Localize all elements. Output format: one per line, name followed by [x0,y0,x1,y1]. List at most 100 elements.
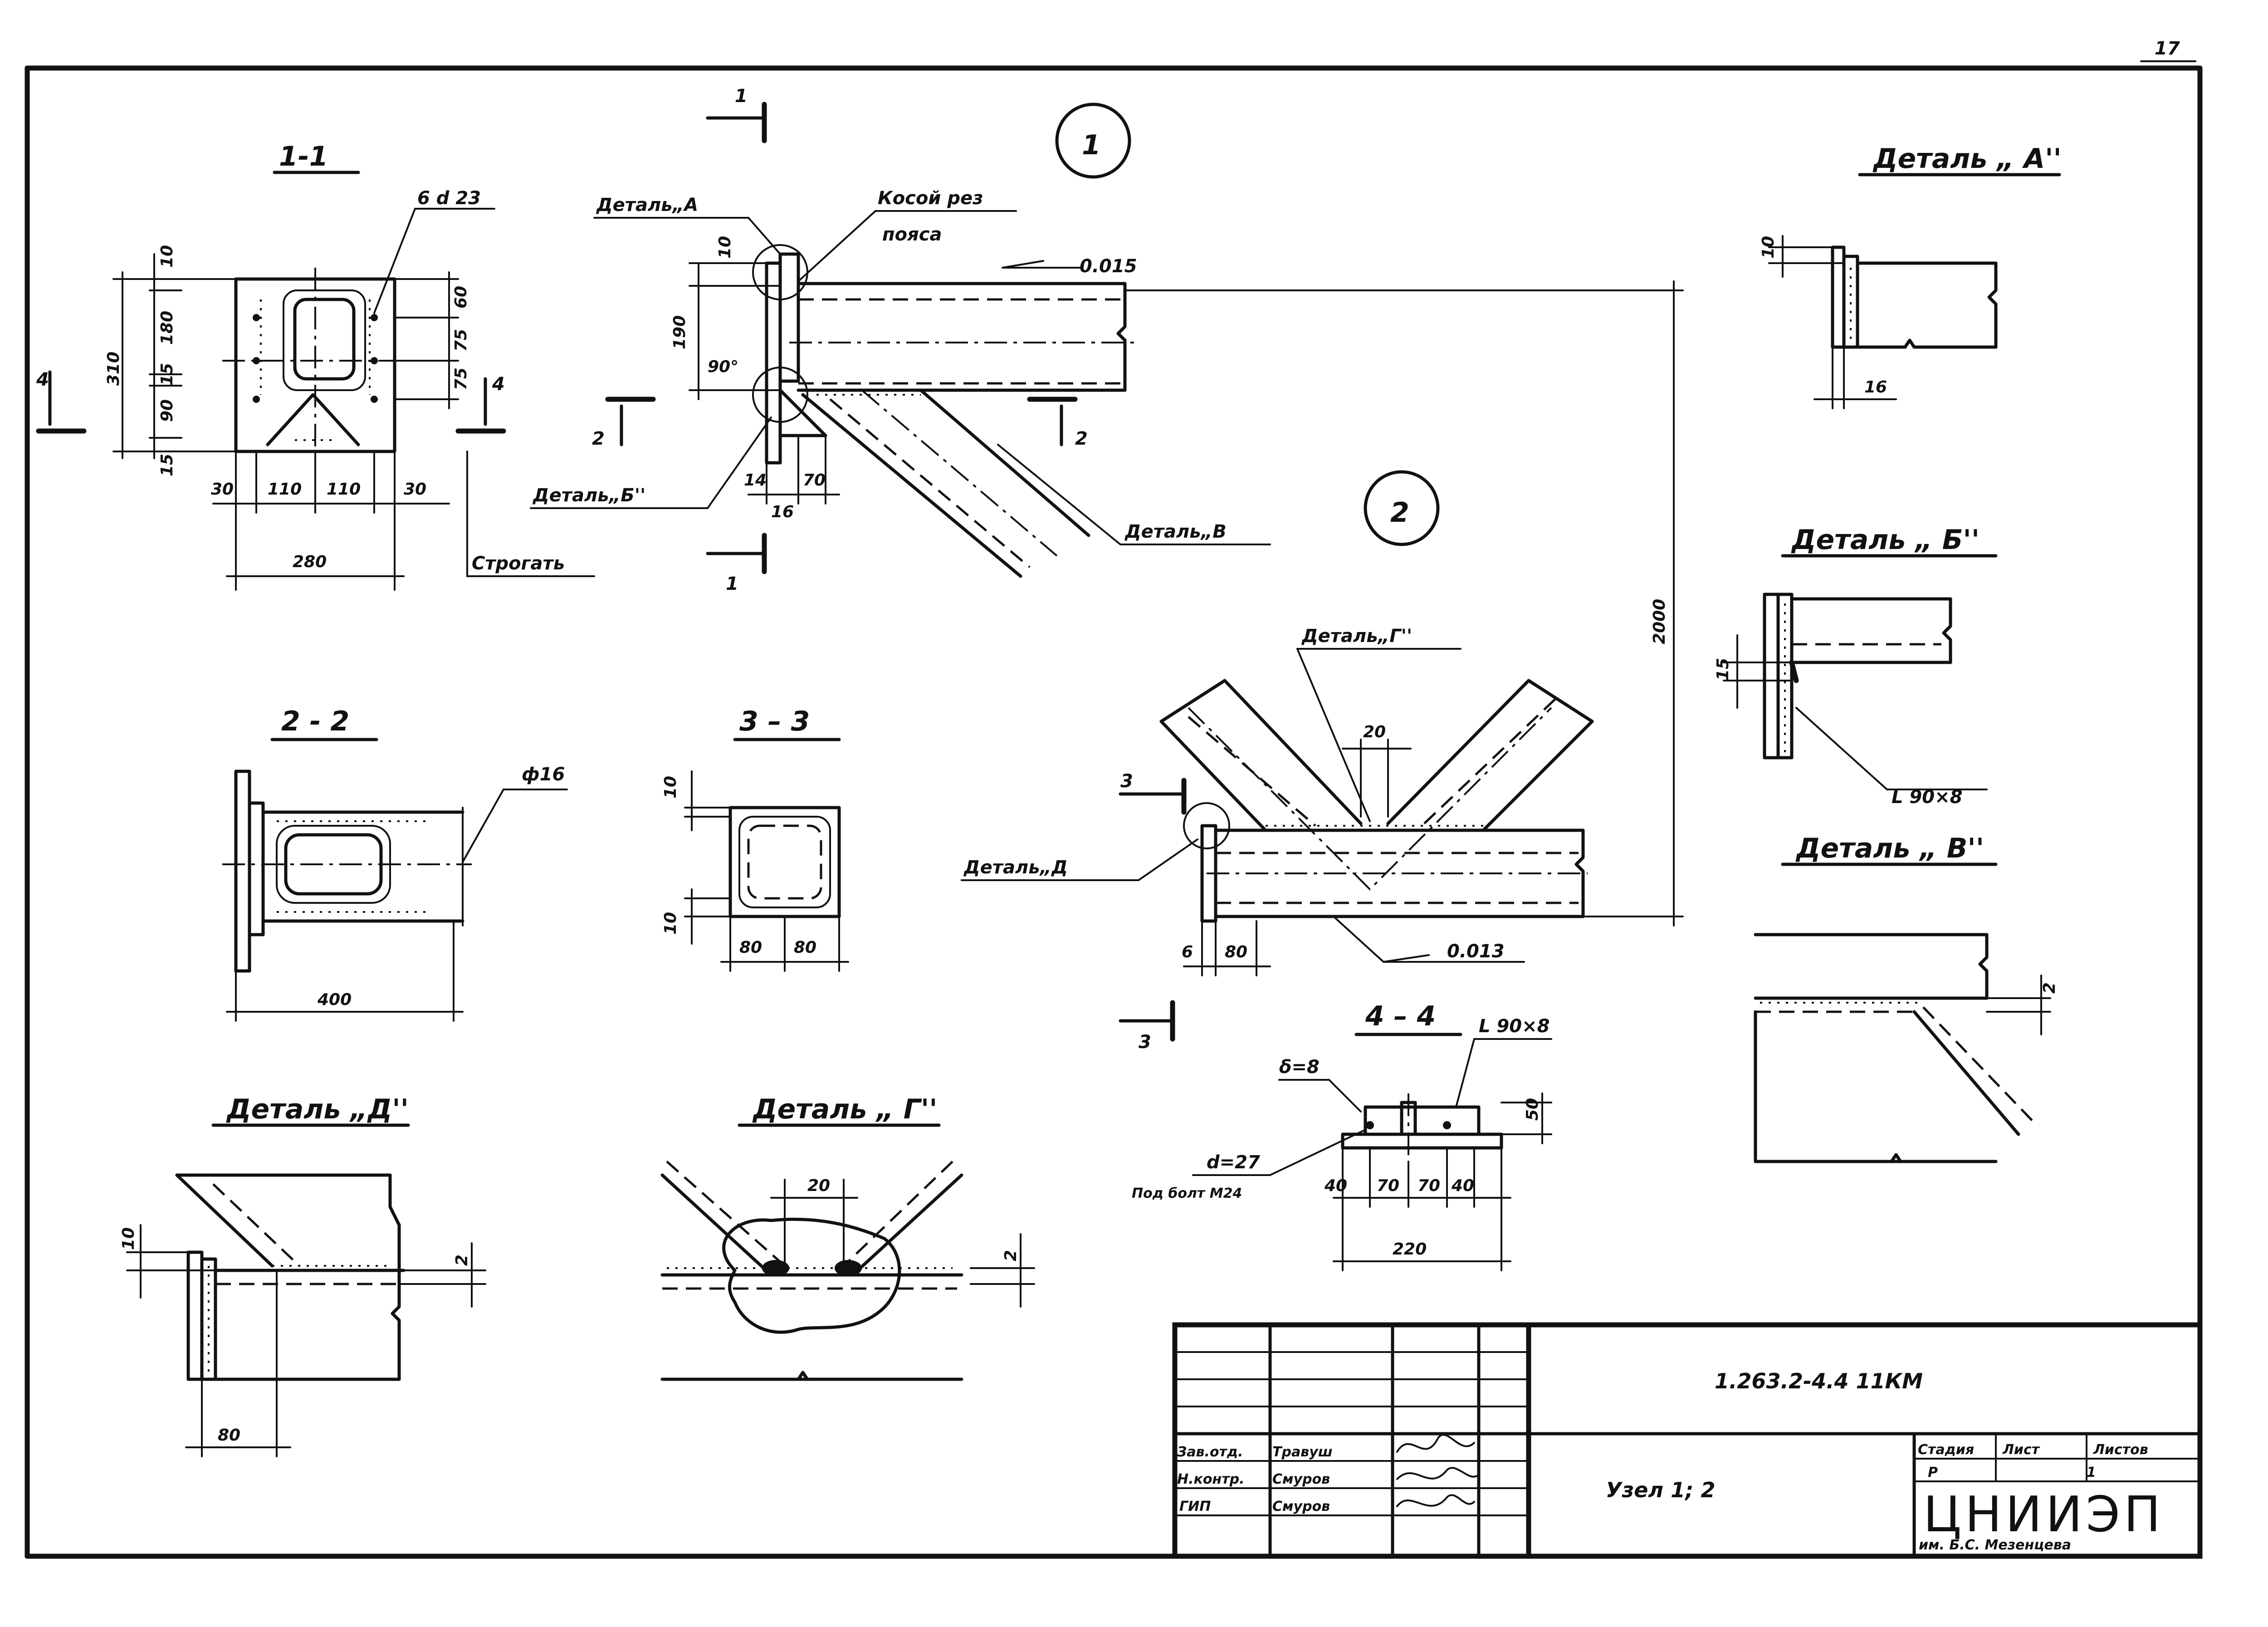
node1-dim-10: 10 [716,236,734,259]
section-3-3-dim-10b: 10 [661,912,680,935]
node-mark-2-label: 2 [1390,497,1409,529]
detail-d-title: Деталь „Д'' [226,1093,409,1125]
detail-g-label: Деталь„Г'' [1301,626,1412,647]
detail-b-dim-15: 15 [1714,658,1732,681]
detail-d-dim-10: 10 [119,1227,138,1250]
section-4-4-height: 50 [1523,1098,1542,1121]
cut-mark-1-bottom: 1 [726,573,738,594]
detail-d-dim-2: 2 [453,1255,471,1266]
node1-slope: 0.015 [1080,256,1137,277]
section-4-4-dim-40a: 40 [1324,1176,1347,1195]
dim-left-15b: 15 [158,454,176,476]
node-2: 2 20 Деталь„Г'' Деталь„Д 0.013 [961,470,1594,1053]
section-3-3-dim-80b: 80 [794,938,816,957]
section-4-4-bolt: Под болт М24 [1132,1186,1242,1201]
detail-g-dim-20: 20 [807,1176,830,1195]
detail-d-dim-80: 80 [218,1426,240,1445]
detail-b-angle: L 90×8 [1892,787,1962,808]
detail-a-label: Деталь„А [596,195,698,216]
node1-dim-70: 70 [803,471,826,490]
section-3-3-dim-80a: 80 [739,938,762,957]
dim-width-280: 280 [293,553,327,571]
section-4-4-dim-40b: 40 [1451,1176,1474,1195]
node-mark-2 [1364,470,1440,546]
sheet-header: Лист [2002,1442,2040,1458]
section-4-4-dim-70b: 70 [1418,1176,1440,1195]
section-4-4-width: 220 [1393,1240,1427,1259]
dim-right-75a: 75 [452,329,470,352]
section-1-1-title: 1-1 [279,141,328,172]
cut-mark-2-right: 2 [1075,428,1088,449]
node2-gap: 20 [1363,723,1386,741]
plane-note: Строгать [472,553,565,574]
section-4-4-angle: L 90×8 [1479,1016,1549,1037]
node-mark-1 [1055,103,1131,179]
sheet-no-value: 1 [2087,1465,2096,1480]
section-2-2: 2 - 2 ф16 400 [222,706,568,1022]
detail-b-label: Деталь„Б'' [532,485,645,506]
dim-left-10: 10 [158,245,176,268]
drawing-code: 1.263.2-4.4 11КМ [1715,1369,1923,1393]
cut-mark-4-right: 4 [492,374,505,395]
sheet-number: 17 [2155,38,2180,59]
hole-label: 6 d 23 [417,188,481,209]
section-2-2-hole: ф16 [522,764,565,785]
dim-left-90: 90 [158,399,176,422]
staff-name-3: Смуров [1272,1499,1330,1514]
detail-a-title: Деталь „ А'' [1872,143,2062,175]
cut-mark-2-left: 2 [592,428,605,449]
oblique-cut-label-2: пояса [882,224,942,245]
detail-b-view: Деталь „ Б'' 15 L 90×8 [1714,524,1998,808]
cut-mark-4-left: 4 [36,369,49,390]
height-dim: 2000 [1124,280,1684,926]
section-3-3: 3 – 3 10 10 80 80 [661,706,849,972]
section-3-3-dim-10a: 10 [661,776,680,799]
dim-left-15a: 15 [158,363,176,386]
dim-bottom-30a: 30 [211,480,234,499]
dim-total-310: 310 [104,352,123,386]
detail-a-dim-16: 16 [1864,378,1887,397]
detail-g-dim-2: 2 [1002,1250,1020,1261]
node1-dim-16: 16 [771,503,794,521]
stage-header: Стадия [1918,1442,1974,1458]
org-subtitle: им. Б.С. Мезенцева [1919,1537,2071,1553]
detail-d-label: Деталь„Д [963,857,1068,878]
detail-v-dim-2: 2 [2040,982,2059,994]
org-name: ЦНИИЭП [1923,1486,2164,1543]
detail-a-view: Деталь „ А'' 10 16 [1759,143,2062,409]
staff-name-2: Смуров [1272,1471,1330,1487]
detail-v-label: Деталь„В [1124,521,1227,542]
dim-bottom-110b: 110 [327,480,361,499]
section-4-4-hole: d=27 [1207,1152,1260,1173]
cut-mark-1-top: 1 [735,86,748,107]
drawing-title: Узел 1; 2 [1606,1478,1716,1502]
sheet-frame: 17 [24,38,2203,1559]
title-block: 1.263.2-4.4 11КМ Узел 1; 2 Стадия Лист Л… [1172,1322,2203,1559]
staff-role-2: Н.контр. [1177,1471,1244,1487]
node2-dim-80: 80 [1225,943,1247,961]
staff-role-3: ГИП [1179,1499,1211,1514]
stage-value: Р [1928,1465,1938,1480]
dim-bottom-110a: 110 [268,480,302,499]
dim-left-180: 180 [158,311,176,345]
dim-bottom-30b: 30 [404,480,426,499]
height-2000: 2000 [1650,599,1669,644]
detail-a-dim-10: 10 [1759,236,1778,259]
section-4-4-dim-70a: 70 [1377,1176,1399,1195]
section-3-3-title: 3 – 3 [739,706,810,737]
node2-dim-6: 6 [1182,943,1193,961]
section-1-1: 1-1 6 d 23 10 180 15 90 15 310 [36,141,595,591]
cut-mark-3-bottom: 3 [1139,1032,1151,1053]
oblique-cut-label: Косой рез [878,188,983,209]
signatures [1396,1434,1480,1507]
staff-name-1: Травуш [1272,1444,1333,1460]
bolt-holes [253,314,378,403]
detail-g-title: Деталь „ Г'' [752,1093,938,1125]
sheets-header: Листов [2093,1442,2148,1458]
dim-right-60: 60 [452,286,470,309]
staff-role-1: Зав.отд. [1177,1444,1243,1460]
section-4-4: 4 – 4 δ=8 L 90×8 d=27 Под болт М24 50 40… [1132,1000,1552,1271]
node2-slope: 0.013 [1447,941,1505,962]
